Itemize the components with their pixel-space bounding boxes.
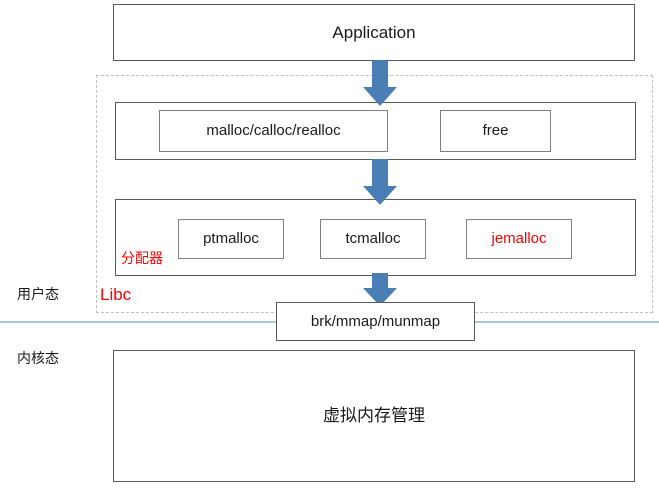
arrow-application-to-api-icon: [363, 60, 397, 106]
kernel-mode-label: 内核态: [17, 350, 59, 366]
ptmalloc-label: ptmalloc: [203, 230, 259, 248]
virtual-memory-management-box: 虚拟内存管理: [113, 350, 635, 482]
malloc-calloc-realloc-box: malloc/calloc/realloc: [159, 110, 388, 152]
application-label: Application: [332, 22, 416, 42]
syscall-box: brk/mmap/munmap: [276, 302, 475, 341]
libc-region-label: Libc: [100, 285, 132, 304]
application-box: Application: [113, 4, 635, 61]
malloc-label: malloc/calloc/realloc: [206, 122, 341, 140]
jemalloc-box: jemalloc: [466, 219, 572, 259]
allocator-chinese-label: 分配器: [121, 250, 163, 266]
free-label: free: [482, 122, 509, 140]
tcmalloc-box: tcmalloc: [320, 219, 426, 259]
user-mode-label: 用户态: [17, 286, 59, 302]
free-box: free: [440, 110, 551, 152]
tcmalloc-label: tcmalloc: [345, 230, 401, 248]
jemalloc-label: jemalloc: [491, 230, 547, 248]
arrow-api-to-allocator-icon: [363, 159, 397, 205]
syscall-label: brk/mmap/munmap: [310, 312, 441, 330]
virtual-memory-management-label: 虚拟内存管理: [323, 406, 425, 426]
arrow-allocator-to-syscall-icon: [363, 273, 397, 306]
ptmalloc-box: ptmalloc: [178, 219, 284, 259]
